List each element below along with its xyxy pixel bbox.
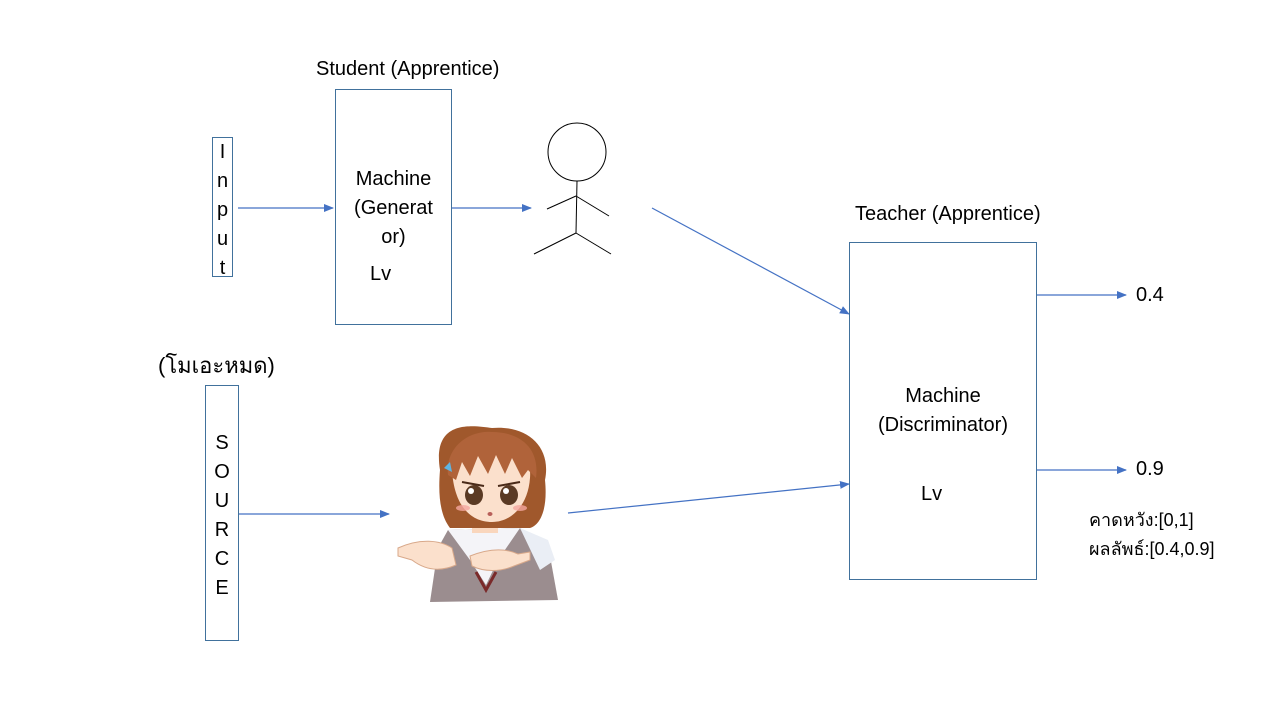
- result-range-note: ผลลัพธ์:[0.4,0.9]: [1089, 539, 1215, 559]
- output-top-value: 0.4: [1136, 284, 1164, 306]
- source-letter: E: [215, 577, 229, 599]
- input-letter: p: [216, 199, 229, 221]
- input-box: I n p u t: [212, 137, 233, 279]
- source-letter: O: [214, 461, 230, 483]
- input-letter: I: [219, 141, 226, 163]
- source-letter: R: [214, 519, 230, 541]
- stick-figure: [533, 122, 612, 255]
- generator-label: Machine (Generat or): [336, 165, 451, 252]
- discriminator-lv-label: Lv: [921, 483, 943, 505]
- teacher-title: Teacher (Apprentice): [855, 203, 1041, 225]
- anime-girl-image: [397, 426, 558, 602]
- source-letters: S O U R C E: [206, 429, 238, 603]
- source-letter: S: [215, 432, 229, 454]
- source-letter: C: [214, 548, 230, 570]
- input-letters: I n p u t: [213, 138, 232, 283]
- generator-label-line3: or): [381, 226, 406, 248]
- input-letter: n: [216, 170, 229, 192]
- arrow-figure-to-discriminator: [651, 207, 850, 315]
- source-box: S O U R C E: [205, 385, 239, 641]
- generator-label-line1: Machine: [355, 168, 432, 190]
- discriminator-label-line2: (Discriminator): [878, 414, 1008, 436]
- source-caption: (โมเอะหมด): [158, 353, 275, 378]
- output-bottom-value: 0.9: [1136, 458, 1164, 480]
- generator-box: Machine (Generat or) Lv: [335, 89, 452, 325]
- input-letter: t: [219, 257, 226, 279]
- input-letter: u: [216, 228, 229, 250]
- student-title: Student (Apprentice): [316, 58, 500, 80]
- discriminator-box: Machine (Discriminator) Lv: [849, 242, 1037, 580]
- generator-label-line2: (Generat: [354, 197, 433, 219]
- discriminator-label: Machine (Discriminator): [850, 382, 1036, 440]
- arrow-image-to-discriminator: [567, 480, 850, 514]
- source-letter: U: [214, 490, 230, 512]
- discriminator-label-line1: Machine: [905, 385, 981, 407]
- generator-lv-label: Lv: [370, 263, 392, 285]
- expected-range-note: คาดหวัง:[0,1]: [1089, 510, 1194, 530]
